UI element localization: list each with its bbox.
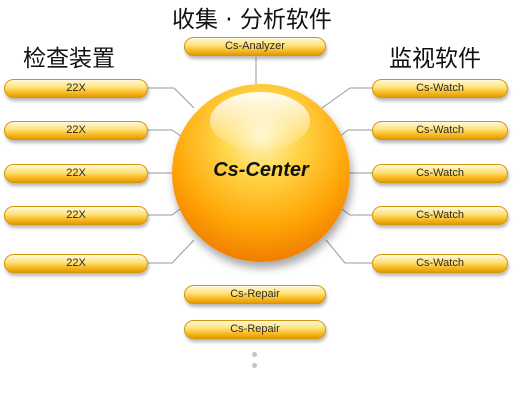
monitoring-software-heading: 监视软件 bbox=[389, 46, 481, 72]
device-node: 22X bbox=[4, 254, 148, 273]
ellipsis-dot bbox=[252, 352, 257, 357]
watch-node: Cs-Watch bbox=[372, 164, 508, 183]
repair-node: Cs-Repair bbox=[184, 320, 326, 339]
device-node: 22X bbox=[4, 164, 148, 183]
watch-node: Cs-Watch bbox=[372, 121, 508, 140]
watch-node: Cs-Watch bbox=[372, 206, 508, 225]
center-sphere: Cs-Center bbox=[172, 84, 350, 262]
watch-node: Cs-Watch bbox=[372, 79, 508, 98]
device-node: 22X bbox=[4, 121, 148, 140]
device-node: 22X bbox=[4, 206, 148, 225]
center-label: Cs-Center bbox=[213, 159, 309, 181]
device-node: 22X bbox=[4, 79, 148, 98]
repair-node: Cs-Repair bbox=[184, 285, 326, 304]
analyzer-node: Cs-Analyzer bbox=[184, 37, 326, 56]
ellipsis-dot bbox=[252, 363, 257, 368]
sphere-highlight bbox=[210, 92, 310, 150]
watch-node: Cs-Watch bbox=[372, 254, 508, 273]
analysis-software-heading: 收集 · 分析软件 bbox=[172, 7, 332, 33]
inspection-device-heading: 检查装置 bbox=[23, 46, 115, 72]
